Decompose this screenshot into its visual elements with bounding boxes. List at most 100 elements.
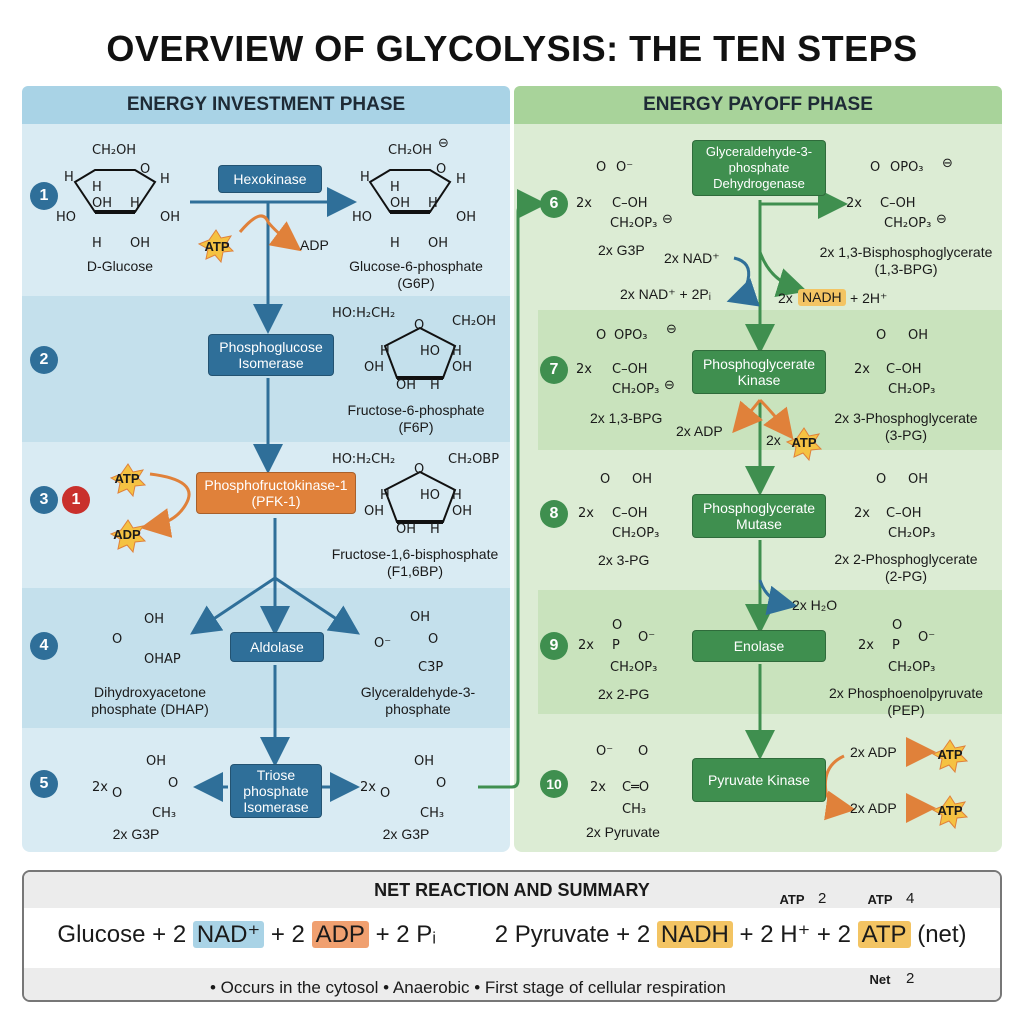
step8-product-abbr: (2-PG) <box>885 568 927 584</box>
step10-adp-label-2: 2x ADP <box>850 800 897 816</box>
step7-prod-oh: OH <box>908 328 929 343</box>
step6-sub-ominus: O⁻ <box>616 160 634 175</box>
summary-footer <box>24 968 1000 1000</box>
g3p-tag: C3P <box>418 660 444 675</box>
step-number-5: 5 <box>30 770 58 798</box>
step6-nad-pi-label: 2x NAD⁺ + 2Pᵢ <box>620 286 711 302</box>
g6p-ch2oh: CH₂OH <box>388 143 433 158</box>
f6p-ho: HO <box>420 344 441 359</box>
step10-atp-label-2: ATP <box>937 803 963 818</box>
step6-substrate-label: 2x G3P <box>598 242 645 258</box>
enzyme-triose-phosphate-isomerase: Triose phosphate Isomerase <box>230 764 322 818</box>
step7-prod-2x: 2x <box>854 362 870 377</box>
summary-atp-used: 2 <box>818 890 827 907</box>
summary-atp-star-label-1: ATP <box>779 892 805 907</box>
g6p-abbr: (G6P) <box>397 275 435 291</box>
eq-glucose: Glucose + 2 <box>57 921 187 948</box>
step8-substrate-label: 2x 3-PG <box>598 552 650 568</box>
step6-nadh-coef: 2x <box>778 290 793 306</box>
enzyme-phosphoglucose-isomerase: Phosphoglucose Isomerase <box>208 334 334 376</box>
f16bp-oh2: OH <box>452 504 473 519</box>
step8-product-label: 2x 2-Phosphoglycerate <box>834 551 978 567</box>
eq-plus2pi: + 2 Pᵢ <box>375 921 437 948</box>
summary-net-value: 2 <box>906 970 915 987</box>
step7-sub-opo3: OPO₃ <box>614 328 648 343</box>
glucose-oh1: OH <box>92 196 113 211</box>
step6-sub-2x: 2x <box>576 196 592 211</box>
glucose-ch2oh: CH₂OH <box>92 143 137 158</box>
g6p-minus: ⊖ <box>438 136 449 151</box>
step-number-4: 4 <box>30 632 58 660</box>
step10-2x: 2x <box>590 780 606 795</box>
enzyme-pyruvate-kinase: Pyruvate Kinase <box>692 758 826 802</box>
step7-prod-coh: C–OH <box>886 362 922 377</box>
step-number-7: 7 <box>540 356 568 384</box>
step9-prod-o-minus: O⁻ <box>918 630 936 645</box>
step6-nad-label: 2x NAD⁺ <box>664 250 720 266</box>
d-glucose-label: D-Glucose <box>86 258 154 274</box>
step10-ch3: CH₃ <box>622 802 647 817</box>
step6-sub-o: O <box>596 160 607 175</box>
step-number-8: 8 <box>540 500 568 528</box>
payoff-phase-header: ENERGY PAYOFF PHASE <box>514 86 1002 124</box>
step8-water-label: 2x H₂O <box>792 597 838 613</box>
step7-sub-o: O <box>596 328 607 343</box>
step-3-regulation-badge: 1 <box>62 486 90 514</box>
f16bp-h1: H <box>380 488 390 503</box>
step5-left-label: 2x G3P <box>112 826 160 842</box>
step6-prod-ch2op3: CH₂OP₃ <box>884 216 932 231</box>
step10-o: O <box>638 744 649 759</box>
step9-product-label: 2x Phosphoenolpyruvate <box>828 685 984 701</box>
step6-sub-coh: C–OH <box>612 196 648 211</box>
step5-left-ch3: CH₃ <box>152 806 177 821</box>
step9-prod-o: O <box>892 618 903 633</box>
g3p-oh: OH <box>410 610 431 625</box>
step5-left-o: O <box>112 786 123 801</box>
step7-prod-o: O <box>876 328 887 343</box>
page-title: OVERVIEW OF GLYCOLYSIS: THE TEN STEPS <box>106 28 918 69</box>
g6p-oh3: OH <box>428 236 449 251</box>
f6p-h3: H <box>430 378 440 393</box>
step8-sub-2x: 2x <box>578 506 594 521</box>
summary-atp-made: 4 <box>906 890 915 907</box>
glucose-h3: H <box>160 172 170 187</box>
step-number-10: 10 <box>540 770 568 798</box>
dhap-oh: OH <box>144 612 165 627</box>
step5-right-ch3: CH₃ <box>420 806 445 821</box>
f16bp-ring-o: O <box>414 462 425 477</box>
f6p-h2: H <box>452 344 462 359</box>
step5-left-2x: 2x <box>92 780 108 795</box>
step5-right-2x: 2x <box>360 780 376 795</box>
step9-sub-2x: 2x <box>578 638 594 653</box>
glucose-h4: H <box>130 196 140 211</box>
enzyme-phosphoglycerate-kinase: Phosphoglycerate Kinase <box>692 350 826 394</box>
glucose-h1: H <box>64 170 74 185</box>
step7-atp-label: ATP <box>791 435 817 450</box>
step7-sub-coh: C–OH <box>612 362 648 377</box>
step5-left-oh: OH <box>146 754 167 769</box>
step1-adp-label: ADP <box>300 237 329 253</box>
step3-adp-label: ADP <box>113 527 141 542</box>
step-number-2: 2 <box>30 346 58 374</box>
enzyme-hexokinase: Hexokinase <box>218 165 322 193</box>
step9-sub-p: P <box>612 638 620 653</box>
step6-nadh-rest: + 2H⁺ <box>850 290 888 306</box>
step-number-3: 3 <box>30 486 58 514</box>
eq-pyruvate: 2 Pyruvate + 2 <box>494 921 651 948</box>
step8-sub-oh: OH <box>632 472 653 487</box>
glucose-oh3: OH <box>130 236 151 251</box>
g6p-ring-o: O <box>436 162 447 177</box>
f16bp-abbr: (F1,6BP) <box>386 563 443 579</box>
g3p-label: Glyceraldehyde-3-phosphate <box>360 684 476 717</box>
step-number-1: 1 <box>30 182 58 210</box>
step8-prod-ch2op3: CH₂OP₃ <box>888 526 936 541</box>
summary-notes: • Occurs in the cytosol • Anaerobic • Fi… <box>210 978 726 997</box>
step3-atp-label: ATP <box>114 471 140 486</box>
glucose-h2: H <box>92 180 102 195</box>
glucose-ho: HO <box>56 210 77 225</box>
f16bp-ch2obp: CH₂OBP <box>448 452 500 467</box>
enzyme-g3p-dehydrogenase: Glyceraldehyde-3-phosphate Dehydrogenase <box>692 140 826 196</box>
eq-h: + 2 H⁺ + 2 <box>739 921 851 948</box>
summary-net-star-label: Net <box>869 972 891 987</box>
g6p-oh1: OH <box>390 196 411 211</box>
